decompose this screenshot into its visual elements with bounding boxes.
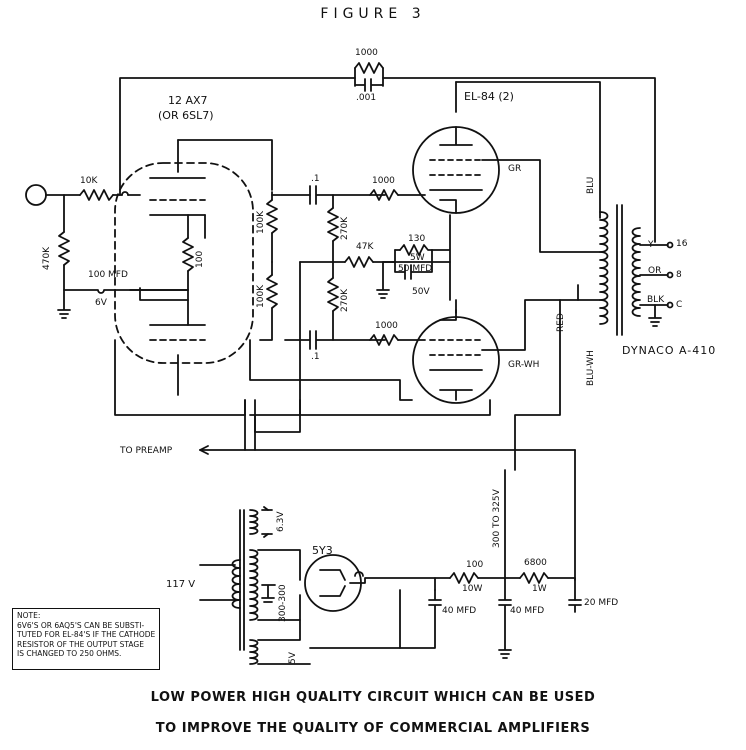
output-cathode-cap-label: 50 MFD <box>398 264 433 274</box>
bias-resistor-label: 47K <box>356 242 374 252</box>
input-resistor <box>79 189 114 201</box>
rectifier-tube-label: 5Y3 <box>312 544 333 557</box>
plate-resistor-2-label: 100K <box>256 284 266 308</box>
substitution-note: NOTE: 6V6'S OR 6AQ5'S CAN BE SUBSTI- TUT… <box>12 608 160 670</box>
wire-grwh-label: GR-WH <box>508 360 540 370</box>
filter-cap-2-label: 40 MFD <box>510 606 545 616</box>
feedback-resistor <box>354 62 384 74</box>
cathode-resistor <box>182 237 194 272</box>
tap-blk-label: BLK <box>647 295 665 305</box>
note-line: RESISTOR OF THE OUTPUT STAGE <box>17 639 144 649</box>
power-transformer-secondary-rect <box>249 639 259 665</box>
tap-c-label: C <box>676 300 683 310</box>
grid-stopper-1 <box>369 189 399 201</box>
b-plus-label: 300 TO 325V <box>492 489 502 548</box>
filter-resistor-2 <box>519 572 549 584</box>
heater-voltage-label: 6.3V <box>276 511 286 532</box>
caption-line-1: LOW POWER HIGH QUALITY CIRCUIT WHICH CAN… <box>150 690 596 705</box>
tap-y-label: Y <box>648 240 654 250</box>
plate-resistor-1-label: 100K <box>256 210 266 234</box>
note-line: 6V6'S OR 6AQ5'S CAN BE SUBSTI- <box>17 620 145 630</box>
plate-resistor-2 <box>266 274 278 309</box>
output-tube-label: EL-84 (2) <box>464 90 514 103</box>
grid-stopper-1-label: 1000 <box>372 176 395 186</box>
figure-title: FIGURE 3 <box>320 6 426 22</box>
wire-red-label: RED <box>556 313 566 332</box>
feedback-resistor-label: 1000 <box>355 48 378 58</box>
filter-cap-1-label: 40 MFD <box>442 606 477 616</box>
wire-gr-label: GR <box>508 164 522 174</box>
input-resistor-label: 10K <box>80 176 98 186</box>
filter-resistor-1-label: 100 <box>466 560 484 570</box>
bias-resistor <box>344 256 374 268</box>
filter-resistor-2-watts: 1W <box>532 584 547 594</box>
grid-resistor-1 <box>327 207 339 242</box>
coupling-cap-2-label: .1 <box>311 352 320 362</box>
output-cathode-resistor <box>399 244 433 256</box>
power-transformer-secondary-hv <box>249 549 259 621</box>
output-cathode-resistor-label: 130 <box>408 234 426 244</box>
output-transformer-primary <box>599 211 609 325</box>
preamp-tube-alt-label: (OR 6SL7) <box>158 109 214 122</box>
grid-resistor-1-label: 270K <box>340 216 350 240</box>
rect-heater-label: 5V <box>288 652 298 664</box>
cathode-cap-voltage: 6V <box>95 298 107 308</box>
filter-cap-3-label: 20 MFD <box>584 598 619 608</box>
grid-resistor-2-label: 270K <box>340 288 350 312</box>
preamp-tube-label: 12 AX7 <box>168 94 208 107</box>
tap-8-label: 8 <box>676 270 682 280</box>
grid-stopper-2-label: 1000 <box>375 321 398 331</box>
caption-line-2: TO IMPROVE THE QUALITY OF COMMERCIAL AMP… <box>155 721 591 736</box>
wire-bluwh-label: BLU-WH <box>586 350 596 386</box>
mains-voltage-label: 117 V <box>166 579 196 590</box>
note-line: TUTED FOR EL-84'S IF THE CATHODE <box>17 630 156 639</box>
note-line: NOTE: <box>17 611 41 620</box>
tap-or-label: OR <box>648 266 662 276</box>
note-line: IS CHANGED TO 250 OHMS. <box>17 649 122 658</box>
coupling-cap-1-label: .1 <box>311 174 320 184</box>
wire-blu-label: BLU <box>586 176 596 194</box>
power-transformer-secondary-heater <box>249 509 259 535</box>
output-cathode-resistor-watts: 5W <box>410 253 425 263</box>
power-transformer-primary <box>231 559 241 609</box>
feedback-cap-label: .001 <box>356 93 377 103</box>
filter-resistor-2-label: 6800 <box>524 558 547 568</box>
output-transformer-secondary <box>631 227 641 317</box>
shunt-resistor-label: 470K <box>42 246 52 270</box>
transformer-name: DYNACO A-410 <box>622 344 717 357</box>
plate-resistor-1 <box>266 199 278 234</box>
preamp-tube-envelope <box>114 162 254 364</box>
filter-resistor-1 <box>449 572 479 584</box>
cathode-cap-label: 100 MFD <box>88 270 128 280</box>
output-cathode-cap-voltage: 50V <box>412 287 430 297</box>
grid-stopper-2 <box>369 334 399 346</box>
to-preamp-label: TO PREAMP <box>120 446 173 456</box>
shunt-resistor <box>58 231 70 266</box>
hv-secondary-label: 300-300 <box>278 584 288 622</box>
grid-resistor-2 <box>327 277 339 312</box>
filter-resistor-1-watts: 10W <box>462 584 483 594</box>
tap-16-label: 16 <box>676 239 688 249</box>
input-jack <box>25 184 47 206</box>
cathode-resistor-label: 100 <box>195 250 205 268</box>
